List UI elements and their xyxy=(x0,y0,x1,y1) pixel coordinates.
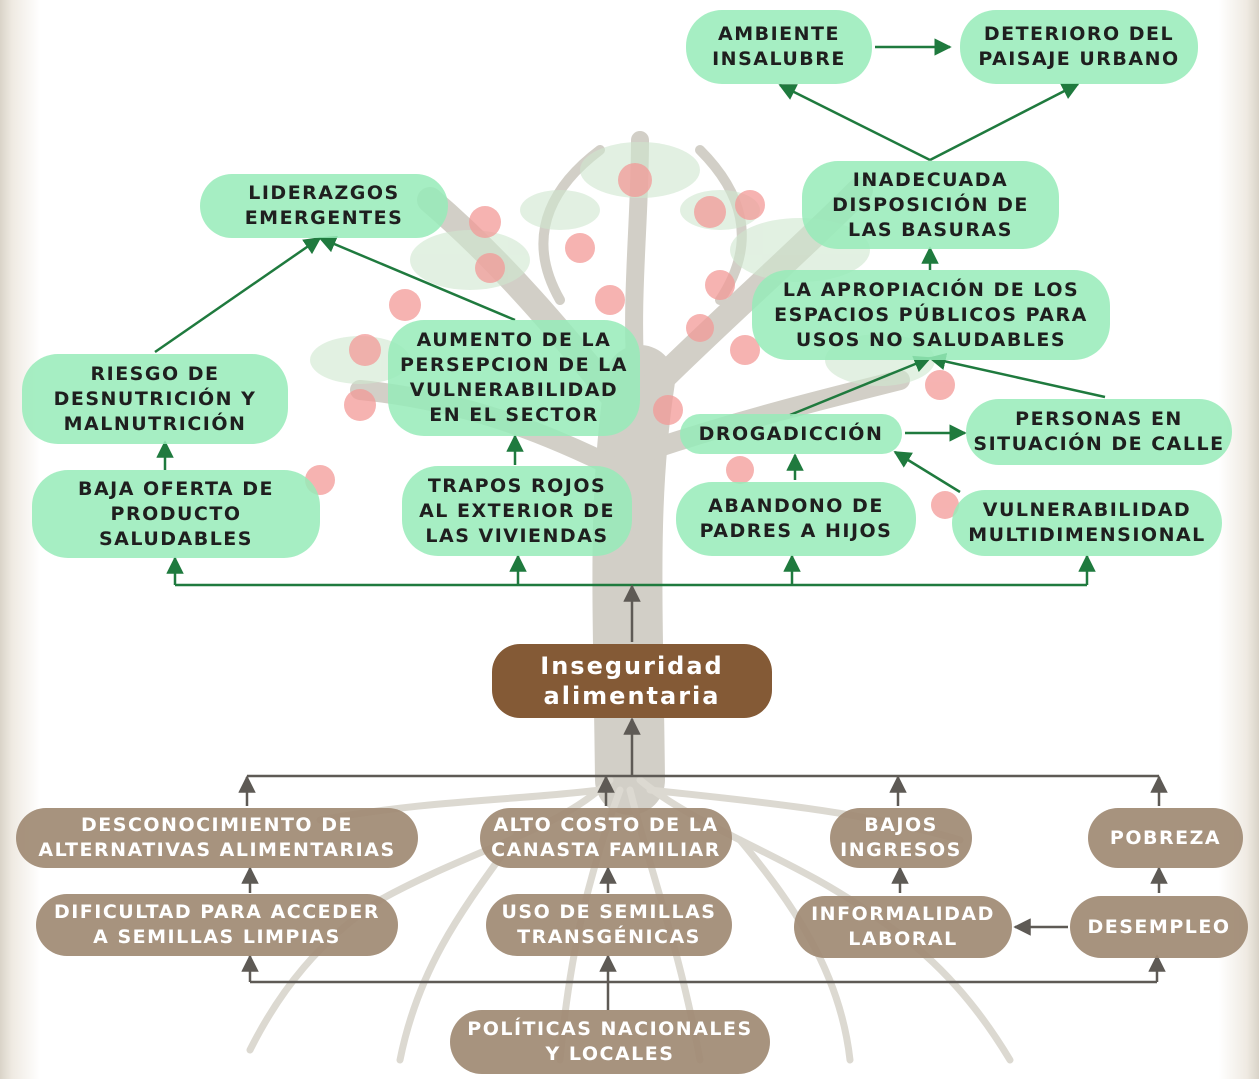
arrow-basuras-deterioro xyxy=(929,82,1080,162)
cause-arrows xyxy=(238,584,1168,1010)
tree-apples xyxy=(305,163,959,519)
node-alto-costo-canasta: ALTO COSTO DE LA CANASTA FAMILIAR xyxy=(480,808,732,868)
node-informalidad-laboral: INFORMALIDAD LABORAL xyxy=(794,896,1012,958)
node-personas-situacion-calle: PERSONAS EN SITUACIÓN DE CALLE xyxy=(966,399,1232,465)
node-inadecuada-basuras: INADECUADA DISPOSICIÓN DE LAS BASURAS xyxy=(802,161,1059,249)
effect-arrows xyxy=(154,38,1106,587)
arrow-riesgo-liderazgos xyxy=(154,236,322,354)
node-bajos-ingresos: BAJOS INGRESOS xyxy=(830,808,972,868)
node-dificultad-semillas-limpias: DIFICULTAD PARA ACCEDER A SEMILLAS LIMPI… xyxy=(36,894,398,956)
node-apropiacion-espacios: LA APROPIACIÓN DE LOS ESPACIOS PÚBLICOS … xyxy=(752,270,1110,360)
node-abandono-padres: ABANDONO DE PADRES A HIJOS xyxy=(676,482,916,556)
node-riesgo-desnutricion: RIESGO DE DESNUTRICIÓN Y MALNUTRICIÓN xyxy=(22,354,288,444)
node-semillas-transgenicas: USO DE SEMILLAS TRANSGÉNICAS xyxy=(486,894,732,956)
node-drogadiccion: DROGADICCIÓN xyxy=(680,414,902,454)
arrow-vulnerabilidad-drogadiccion xyxy=(893,450,961,494)
node-baja-oferta: BAJA OFERTA DE PRODUCTO SALUDABLES xyxy=(32,470,320,558)
node-pobreza: POBREZA xyxy=(1088,808,1243,868)
arrow-aumento-liderazgos xyxy=(318,236,516,322)
node-desempleo: DESEMPLEO xyxy=(1070,896,1248,958)
node-vulnerabilidad-multidimensional: VULNERABILIDAD MULTIDIMENSIONAL xyxy=(952,490,1222,556)
node-aumento-percepcion: AUMENTO DE LA PERSEPCION DE LA VULNERABI… xyxy=(388,320,640,436)
arrow-drogadiccion-apropiacion xyxy=(789,355,932,417)
node-politicas-nacionales: POLÍTICAS NACIONALES Y LOCALES xyxy=(450,1010,770,1074)
node-liderazgos-emergentes: LIDERAZGOS EMERGENTES xyxy=(200,174,448,238)
arrow-personas-apropiacion xyxy=(928,352,1106,399)
arrow-basuras-ambiente xyxy=(778,83,931,162)
node-trapos-rojos: TRAPOS ROJOS AL EXTERIOR DE LAS VIVIENDA… xyxy=(402,466,632,556)
node-desconocimiento-alternativas: DESCONOCIMIENTO DE ALTERNATIVAS ALIMENTA… xyxy=(16,808,418,868)
node-ambiente-insalubre: AMBIENTE INSALUBRE xyxy=(686,10,872,84)
node-deterioro-paisaje: DETERIORO DEL PAISAJE URBANO xyxy=(960,10,1198,84)
node-inseguridad-alimentaria: Inseguridad alimentaria xyxy=(492,644,772,718)
